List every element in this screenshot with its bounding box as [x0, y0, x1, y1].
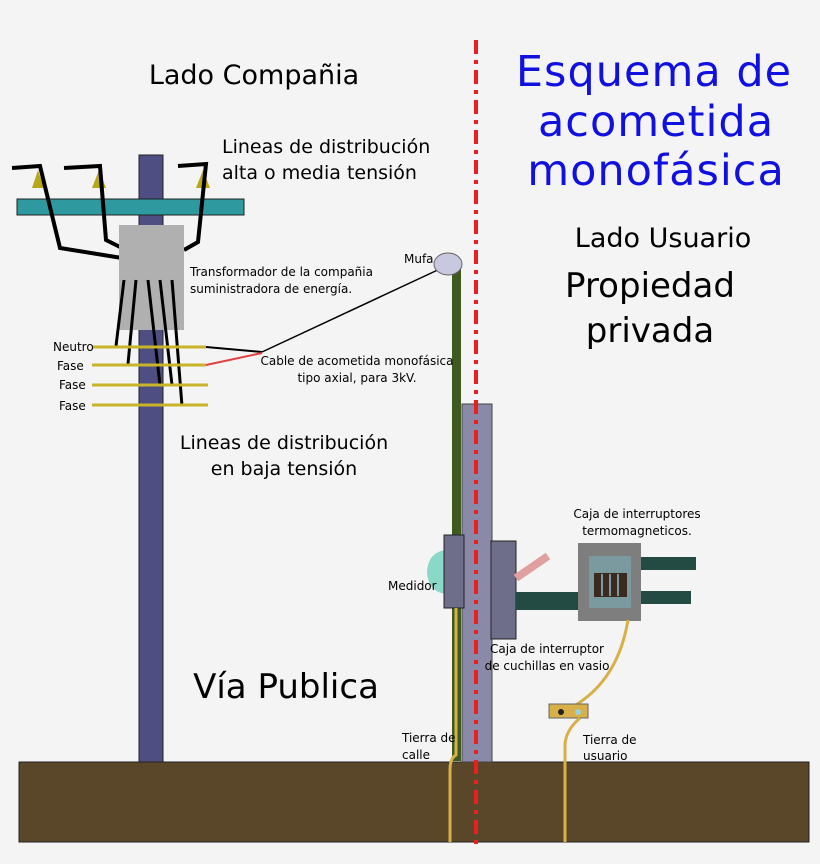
fase-label-3: Fase: [59, 399, 86, 413]
soil: [18, 761, 810, 843]
transformer-label-1: Transformador de la compañia: [189, 265, 373, 279]
breaker-switches: [601, 574, 619, 596]
ground-rod-street: [448, 608, 458, 842]
low-voltage-label-2: en baja tensión: [211, 458, 357, 480]
neutro-label: Neutro: [53, 340, 94, 354]
knife-switch-box: [490, 540, 517, 640]
low-voltage-label-1: Lineas de distribución: [180, 432, 388, 454]
conduit-main: [516, 592, 579, 610]
cable-label-1: Cable de acometida monofásica: [261, 354, 454, 368]
insulator-icon: [32, 170, 44, 188]
crossarm: [16, 198, 245, 216]
knife-switch-label-1: Caja de interruptor: [490, 642, 604, 656]
ground-rod-user: [563, 716, 581, 842]
meter: [443, 534, 465, 609]
high-voltage-label-2: alta o media tensión: [222, 162, 417, 184]
ground-street-label-2: calle: [402, 748, 430, 762]
fase-label-2: Fase: [59, 378, 86, 392]
private-property-line-2: privada: [586, 311, 714, 351]
private-property-line-1: Propiedad: [565, 266, 735, 306]
high-voltage-wires: [11, 161, 209, 260]
mufa-icon: [433, 252, 463, 276]
ground-wire-user: [573, 619, 630, 708]
ground-terminal: [548, 703, 589, 719]
conduit-bottom: [641, 591, 691, 604]
cable-label-2: tipo axial, para 3kV.: [297, 371, 416, 385]
transformer-label-2: suministradora de energía.: [190, 282, 352, 296]
breaker-box-label-2: termomagneticos.: [582, 524, 692, 538]
meter-glass: [427, 550, 446, 594]
ground-street-label-1: Tierra de: [401, 731, 456, 745]
ground-user-label-2: usuario: [583, 749, 627, 763]
service-cable-neutral: [205, 346, 263, 353]
title-line-2: acometida: [538, 97, 774, 147]
public-road-label: Vía Publica: [193, 667, 379, 707]
fase-label-1: Fase: [57, 359, 84, 373]
service-cable-phase: [205, 352, 263, 366]
ground-user-label-1: Tierra de: [582, 733, 637, 747]
high-voltage-label-1: Lineas de distribución: [222, 136, 430, 158]
mufa-label: Mufa: [404, 252, 434, 266]
breaker-box-label-1: Caja de interruptores: [573, 507, 700, 521]
conduit-top: [641, 557, 696, 570]
service-cable: [261, 267, 443, 353]
user-side-label: Lado Usuario: [575, 223, 751, 254]
service-mast: [452, 268, 461, 761]
company-side-label: Lado Compañia: [149, 60, 359, 91]
terminal-screw-icon: [575, 709, 581, 715]
low-voltage-lines: [92, 345, 208, 407]
knife-switch-handle: [513, 552, 551, 582]
title-line-1: Esquema de: [516, 47, 792, 97]
knife-switch-label-2: de cuchillas en vasio: [485, 659, 610, 673]
title-line-3: monofásica: [527, 146, 785, 196]
terminal-screw-icon: [558, 709, 564, 715]
meter-label: Medidor: [388, 579, 437, 593]
